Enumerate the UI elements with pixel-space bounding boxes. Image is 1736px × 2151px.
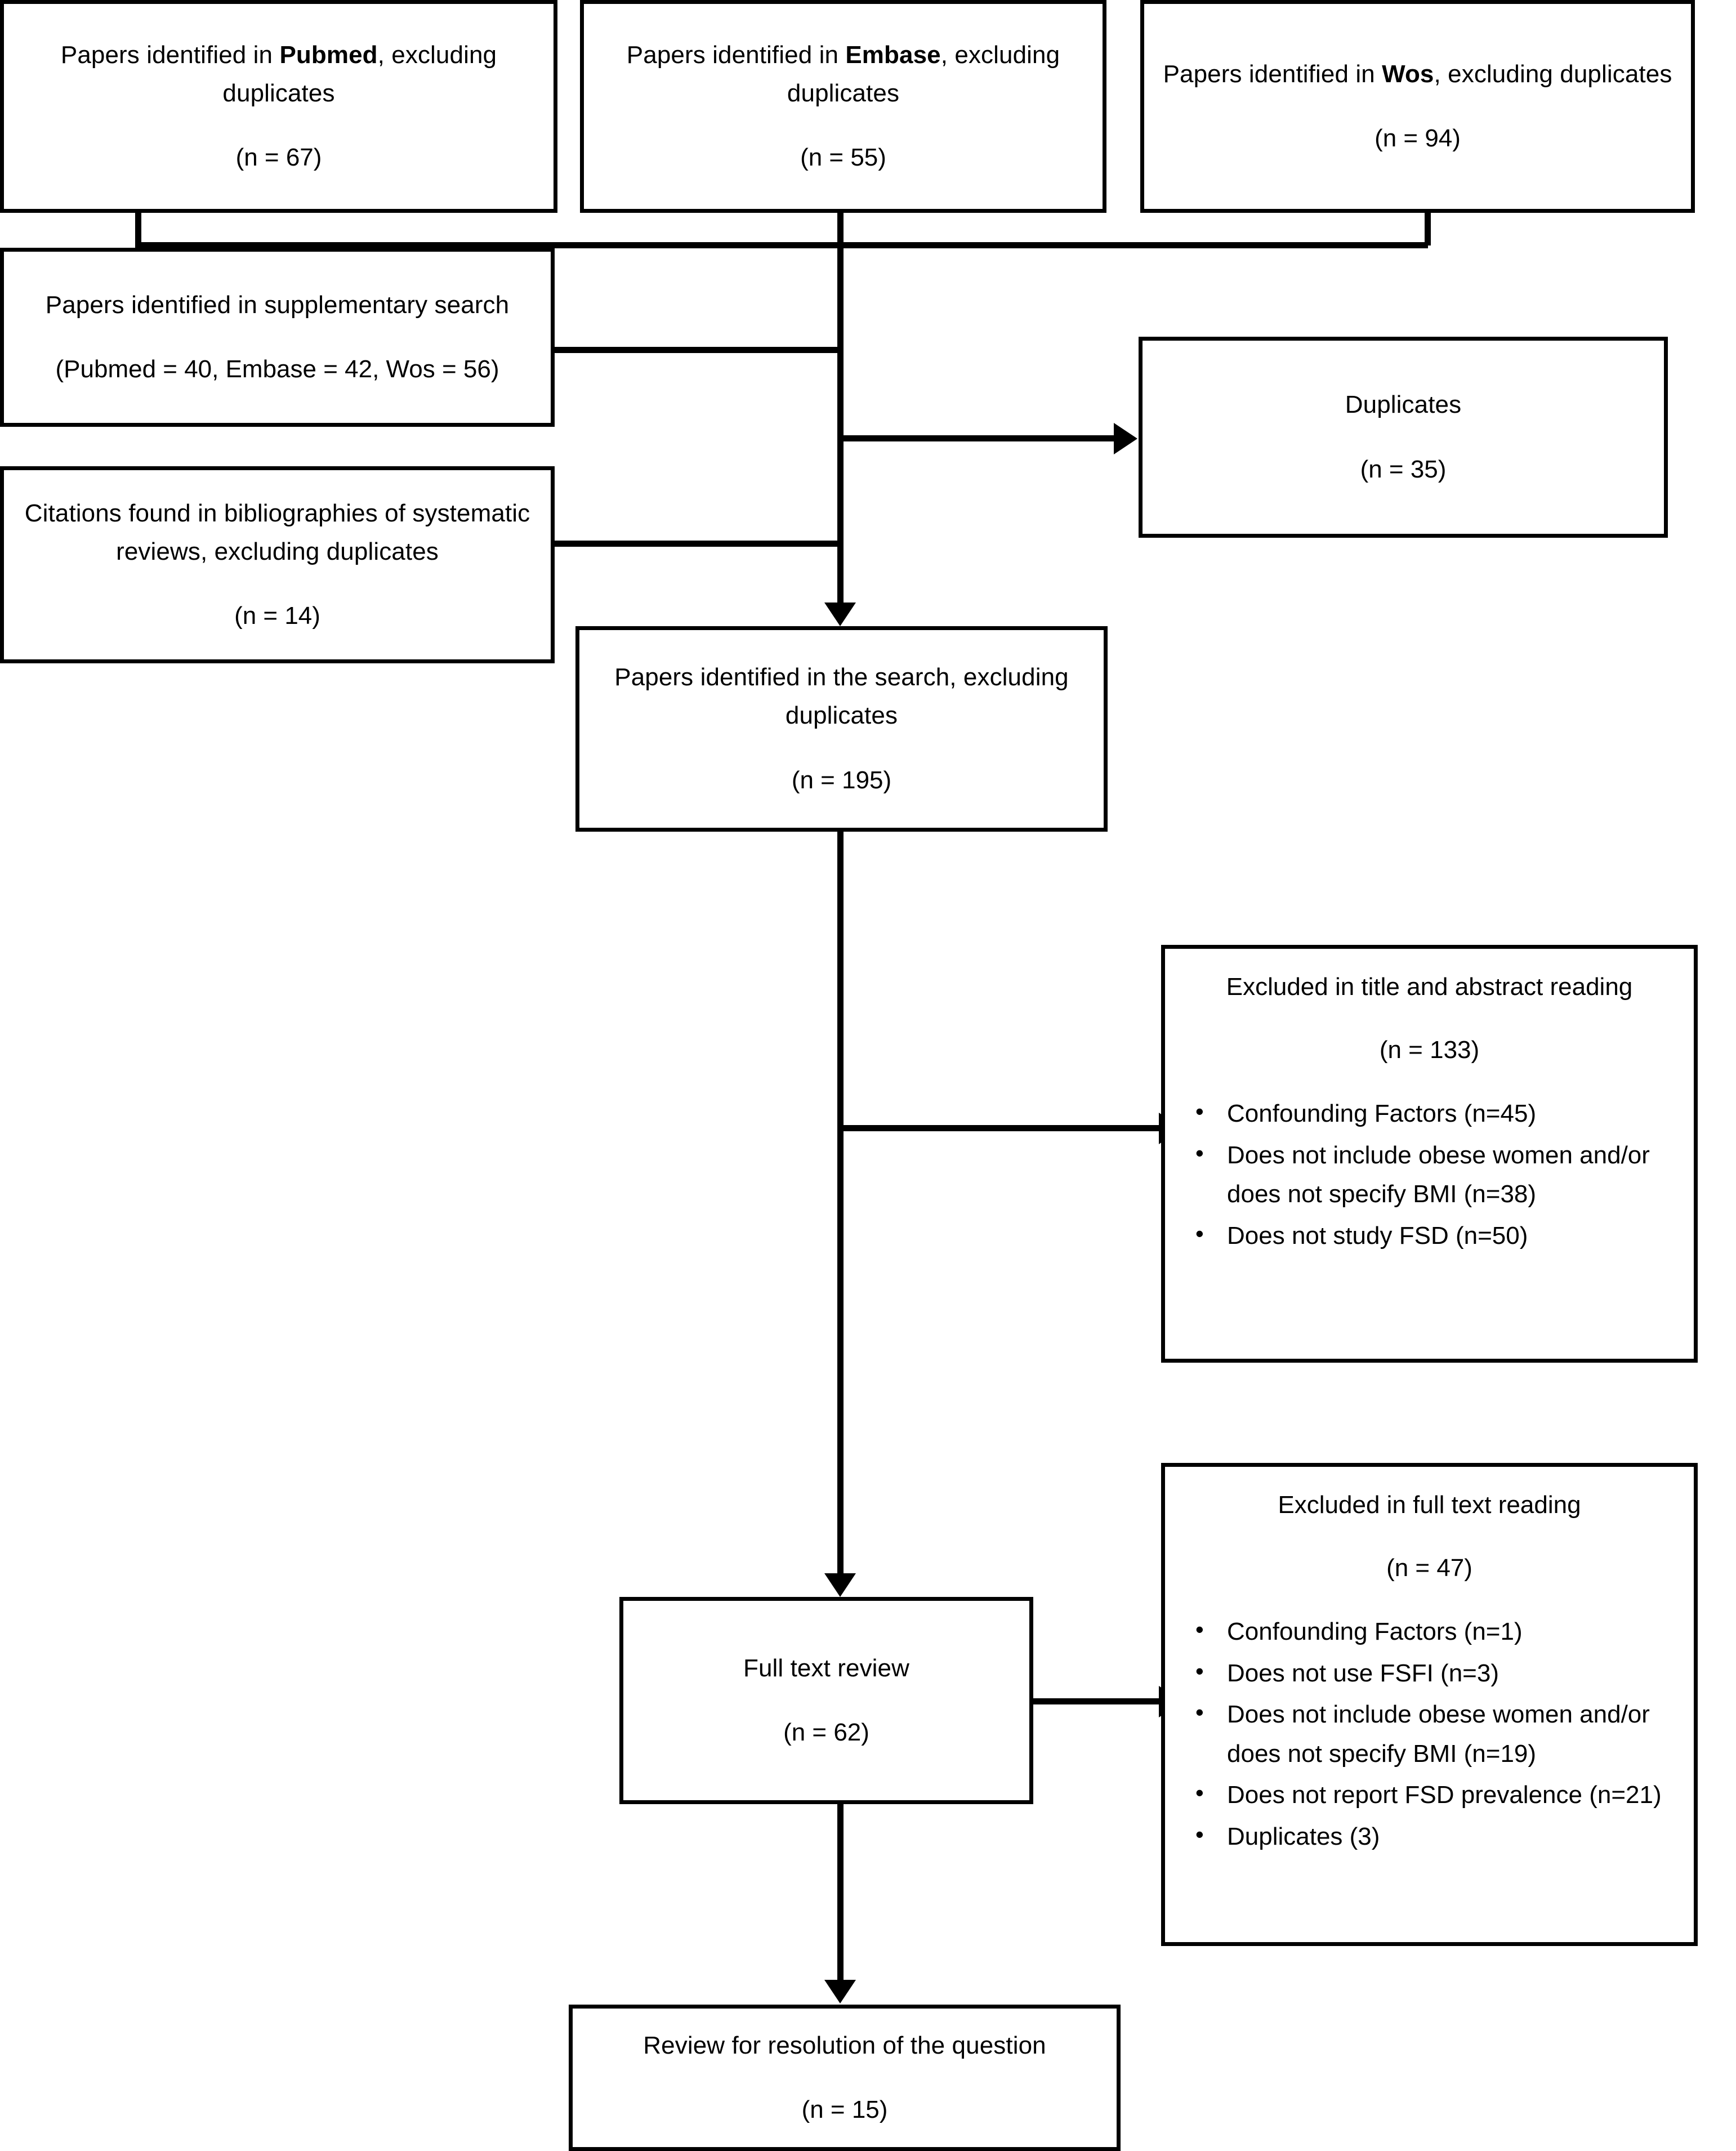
connector-bibliographies-to-spine xyxy=(552,541,841,547)
list-item: Does not include obese women and/or does… xyxy=(1195,1694,1673,1773)
connector-source-bus xyxy=(135,242,1428,248)
excluded-title-abstract-reason-list: Confounding Factors (n=45) Does not incl… xyxy=(1180,1093,1679,1257)
connector-fulltext-to-final xyxy=(837,1802,844,1983)
full-text-review-label: Full text review xyxy=(743,1654,909,1682)
final-review-label: Review for resolution of the question xyxy=(643,2031,1046,2059)
list-item: Does not use FSFI (n=3) xyxy=(1195,1653,1673,1693)
full-text-review-box[interactable]: Full text review (n = 62) xyxy=(619,1597,1033,1804)
connector-fulltext-to-excluded-fulltext xyxy=(1030,1698,1161,1704)
bibliographies-count: (n = 14) xyxy=(234,602,320,630)
bibliographies-box[interactable]: Citations found in bibliographies of sys… xyxy=(0,466,555,663)
excluded-title-abstract-header: Excluded in title and abstract reading xyxy=(1226,973,1633,1001)
source-label-embase: Papers identified in Embase, excluding d… xyxy=(626,41,1060,107)
excluded-full-text-box[interactable]: Excluded in full text reading (n = 47) C… xyxy=(1161,1463,1698,1946)
connector-spine-to-duplicates xyxy=(837,435,1116,441)
duplicates-label: Duplicates xyxy=(1345,391,1462,419)
connector-spine-to-excluded-title-abstract xyxy=(837,1125,1161,1131)
connector-supplementary-to-spine xyxy=(552,347,841,353)
excluded-title-abstract-box[interactable]: Excluded in title and abstract reading (… xyxy=(1161,945,1698,1363)
supplementary-search-box[interactable]: Papers identified in supplementary searc… xyxy=(0,248,555,427)
duplicates-box[interactable]: Duplicates (n = 35) xyxy=(1139,337,1668,538)
arrow-into-identified xyxy=(824,603,856,626)
arrow-into-full-text-review xyxy=(824,1573,856,1597)
connector-wos-stub xyxy=(1425,209,1431,246)
excluded-full-text-count: (n = 47) xyxy=(1386,1554,1472,1582)
excluded-full-text-reason-list: Confounding Factors (n=1) Does not use F… xyxy=(1180,1611,1679,1858)
full-text-review-count: (n = 62) xyxy=(783,1719,869,1746)
connector-main-spine-lower xyxy=(837,830,844,1577)
source-box-wos[interactable]: Papers identified in Wos, excluding dupl… xyxy=(1140,0,1695,213)
source-box-embase[interactable]: Papers identified in Embase, excluding d… xyxy=(580,0,1106,213)
identified-papers-box[interactable]: Papers identified in the search, excludi… xyxy=(575,626,1108,832)
excluded-full-text-header: Excluded in full text reading xyxy=(1278,1491,1581,1519)
arrow-into-duplicates xyxy=(1114,423,1137,454)
source-label-pubmed: Papers identified in Pubmed, excluding d… xyxy=(60,41,497,107)
duplicates-count: (n = 35) xyxy=(1360,455,1447,483)
connector-main-spine-upper xyxy=(837,242,844,603)
source-count-pubmed: (n = 67) xyxy=(235,144,322,172)
connector-embase-stub xyxy=(837,209,844,246)
list-item: Does not include obese women and/or does… xyxy=(1195,1135,1673,1214)
source-count-embase: (n = 55) xyxy=(800,144,886,172)
list-item: Does not report FSD prevalence (n=21) xyxy=(1195,1774,1673,1815)
source-box-pubmed[interactable]: Papers identified in Pubmed, excluding d… xyxy=(0,0,557,213)
list-item: Duplicates (3) xyxy=(1195,1816,1673,1857)
bibliographies-label: Citations found in bibliographies of sys… xyxy=(24,499,530,565)
connector-pubmed-stub xyxy=(135,209,141,246)
source-label-wos: Papers identified in Wos, excluding dupl… xyxy=(1163,60,1672,88)
list-item: Does not study FSD (n=50) xyxy=(1195,1215,1673,1256)
supplementary-search-count: (Pubmed = 40, Embase = 42, Wos = 56) xyxy=(55,355,499,383)
arrow-into-final xyxy=(824,1980,856,2003)
source-count-wos: (n = 94) xyxy=(1374,124,1461,152)
final-review-count: (n = 15) xyxy=(801,2096,888,2123)
identified-papers-count: (n = 195) xyxy=(791,766,892,794)
final-review-box[interactable]: Review for resolution of the question (n… xyxy=(569,2005,1121,2151)
list-item: Confounding Factors (n=1) xyxy=(1195,1611,1673,1652)
excluded-title-abstract-count: (n = 133) xyxy=(1379,1036,1480,1064)
identified-papers-label: Papers identified in the search, excludi… xyxy=(614,663,1069,730)
list-item: Confounding Factors (n=45) xyxy=(1195,1093,1673,1133)
supplementary-search-label: Papers identified in supplementary searc… xyxy=(45,291,510,319)
